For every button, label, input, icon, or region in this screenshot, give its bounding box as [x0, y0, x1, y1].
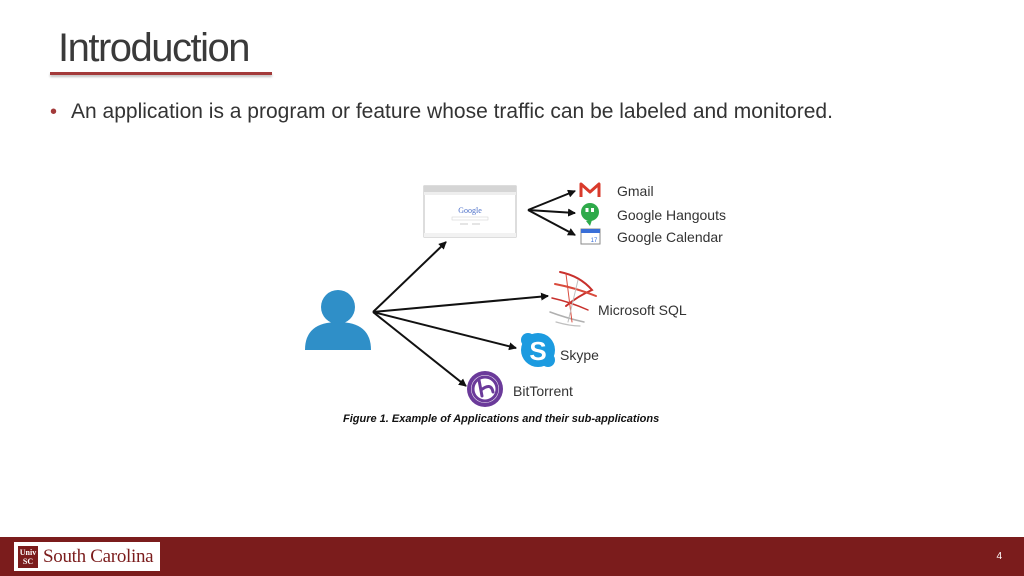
bittorrent-icon	[467, 371, 503, 407]
arrow-to-sql	[372, 292, 549, 313]
slide-title: Introduction	[58, 26, 251, 70]
arrow-to-calendar	[527, 209, 576, 236]
university-logo: Univ SC South Carolina	[14, 542, 160, 571]
logo-text: South Carolina	[43, 545, 154, 567]
title-underline	[50, 72, 272, 75]
logo-mark-icon: Univ SC	[18, 545, 38, 568]
page-number: 4	[996, 551, 1002, 562]
skype-label: Skype	[560, 347, 599, 363]
browser-google-logo: Google	[458, 206, 482, 215]
bittorrent-label: BitTorrent	[513, 383, 573, 399]
svg-text:S: S	[529, 336, 546, 366]
hangouts-icon	[581, 203, 599, 226]
calendar-label: Google Calendar	[617, 229, 723, 245]
bullet-dot: •	[50, 100, 58, 123]
gmail-label: Gmail	[617, 183, 654, 199]
footer-bar: Univ SC South Carolina 4	[0, 537, 1024, 576]
user-icon	[305, 290, 371, 350]
arrow-to-skype	[372, 311, 517, 351]
calendar-icon: 17	[580, 228, 601, 245]
calendar-day: 17	[591, 238, 598, 244]
browser-arrows	[527, 189, 576, 236]
browser-window-icon: Google	[423, 185, 517, 238]
skype-icon: S	[521, 333, 555, 367]
sql-label: Microsoft SQL	[598, 302, 687, 318]
gmail-icon	[579, 182, 601, 197]
arrow-to-bittorrent	[372, 311, 467, 387]
bullet-text: An application is a program or feature w…	[71, 100, 833, 123]
hangouts-label: Google Hangouts	[617, 207, 726, 223]
arrow-to-browser	[372, 241, 447, 313]
bullet-point: • An application is a program or feature…	[50, 100, 833, 124]
user-arrows	[372, 241, 549, 387]
arrow-to-gmail	[527, 189, 576, 211]
figure-caption: Figure 1. Example of Applications and th…	[343, 413, 660, 425]
sql-server-icon	[549, 271, 597, 327]
arrow-to-hangouts	[527, 208, 576, 217]
